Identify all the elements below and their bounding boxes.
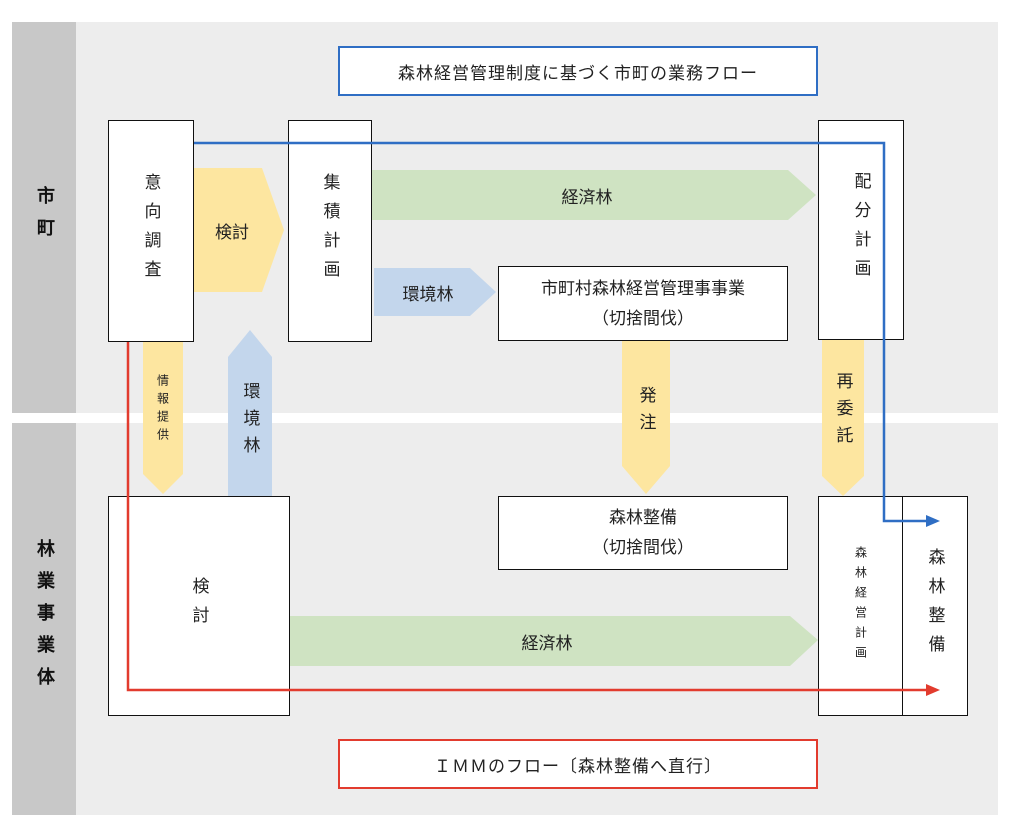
municipal-flow-title: 森林経営管理制度に基づく市町の業務フロー [338, 46, 818, 96]
municipal-project-box: 市町村森林経営管理事事業 （切捨間伐） [498, 266, 788, 341]
imm-flow-title: ＩＭＭのフロー〔森林整備へ直行〕 [338, 739, 818, 789]
info-provision-arrow [143, 342, 183, 494]
distribution-plan-box: 配分計画 [818, 120, 904, 340]
forest-development-box: 森林整備 [902, 496, 968, 716]
municipal-flow-arrowhead [926, 515, 940, 527]
forest-maintenance-subtitle: （切捨間伐） [592, 538, 694, 558]
economic-forest-bottom-label: 経済林 [521, 633, 573, 654]
environmental-forest-up-label: 環境林 [239, 381, 260, 463]
re-entrust-label: 再委託 [832, 371, 853, 453]
order-arrow [622, 341, 670, 494]
economic-forest-top-arrow [372, 170, 816, 220]
review-arrow-label: 検討 [215, 222, 249, 243]
operator-review-box: 検討 [108, 496, 290, 716]
environmental-forest-right-label: 環境林 [402, 284, 454, 305]
forest-maintenance-title: 森林整備 [609, 508, 677, 528]
forest-management-plan-box: 森林経営計画 [818, 496, 904, 716]
environmental-forest-up-arrow [228, 330, 272, 496]
operator-lane-label: 林業事業体 [12, 423, 76, 815]
review-arrow [194, 168, 284, 292]
info-provision-label: 情報提供 [155, 374, 170, 446]
forest-maintenance-box: 森林整備 （切捨間伐） [498, 496, 788, 570]
municipality-lane-label: 市町 [12, 22, 76, 413]
economic-forest-bottom-arrow [290, 616, 818, 666]
economic-forest-top-label: 経済林 [561, 187, 613, 208]
order-label: 発注 [635, 386, 656, 440]
imm-flow-line [126, 342, 928, 692]
municipal-project-subtitle: （切捨間伐） [592, 308, 694, 329]
municipal-project-title: 市町村森林経営管理事事業 [541, 278, 745, 299]
intent-survey-box: 意向調査 [108, 120, 194, 342]
re-entrust-arrow [822, 340, 864, 496]
municipal-flow-line [194, 141, 928, 523]
aggregation-plan-box: 集積計画 [288, 120, 372, 342]
environmental-forest-right-arrow [374, 268, 496, 316]
imm-flow-arrowhead [926, 684, 940, 696]
